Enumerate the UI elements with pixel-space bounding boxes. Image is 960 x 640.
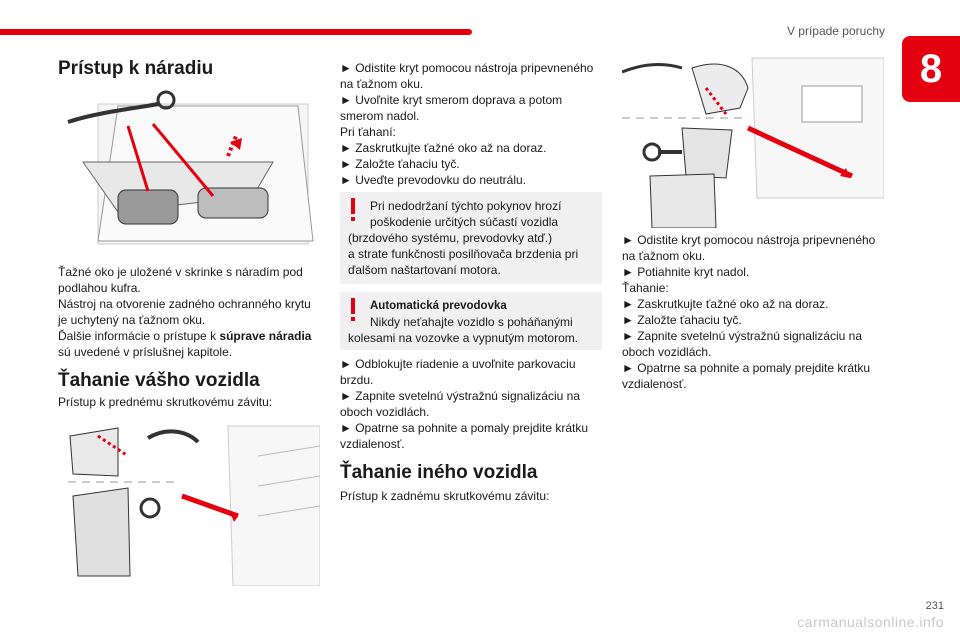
step-line: ► Založte ťahaciu tyč. bbox=[340, 157, 460, 171]
automatic-gearbox-warning: Automatická prevodovka Nikdy neťahajte v… bbox=[340, 292, 602, 350]
front-thread-intro: Prístup k prednému skrutkovému závitu: bbox=[58, 395, 273, 409]
heading-tow-your-vehicle: Ťahanie vášho vozidla bbox=[58, 370, 260, 391]
rear-steps: ► Odistite kryt pomocou nástroja pripevn… bbox=[622, 232, 884, 392]
warning-icon bbox=[351, 198, 355, 221]
rear-towing-illustration bbox=[622, 57, 884, 228]
warning-box: Pri nedodržaní týchto pokynov hrozí pošk… bbox=[340, 192, 602, 284]
warning-line: ďalšom naštartovaní motora. bbox=[348, 263, 501, 277]
steering-steps: ► Odblokujte riadenie a uvoľnite parkova… bbox=[340, 356, 606, 452]
step-line: ► Odblokujte riadenie a uvoľnite parkova… bbox=[340, 357, 576, 371]
step-line: brzdu. bbox=[340, 373, 374, 387]
step-line: ► Uvoľnite kryt smerom doprava a potom bbox=[340, 93, 563, 107]
heading-tool-access: Prístup k náradiu bbox=[58, 58, 214, 79]
step-line: na ťažnom oku. bbox=[340, 77, 424, 91]
section-title: V prípade poruchy bbox=[786, 24, 885, 38]
text-line: je uchytený na ťažnom oku. bbox=[58, 313, 206, 327]
step-line: ► Zapnite svetelnú výstražnú signalizáci… bbox=[622, 329, 862, 343]
step-line: ► Potiahnite kryt nadol. bbox=[622, 265, 750, 279]
step-line: ► Zaskrutkujte ťažné oko až na doraz. bbox=[622, 297, 829, 311]
more-info-line: Ďalšie informácie o prístupe k súprave n… bbox=[58, 328, 320, 344]
step-line: oboch vozidlách. bbox=[622, 345, 712, 359]
step-line: ► Založte ťahaciu tyč. bbox=[622, 313, 742, 327]
step-line: na ťažnom oku. bbox=[622, 249, 706, 263]
more-info-prefix: Ďalšie informácie o prístupe k bbox=[58, 329, 220, 343]
warning-line: Nikdy neťahajte vozidlo s poháňanými bbox=[370, 315, 573, 329]
step-line: vzdialenosť. bbox=[340, 437, 405, 451]
more-info-suffix: sú uvedené v príslušnej kapitole. bbox=[58, 345, 233, 359]
warning-line: (brzdového systému, prevodovky atď.) bbox=[348, 231, 553, 245]
heading-tow-other-vehicle: Ťahanie iného vozidla bbox=[340, 462, 538, 483]
toolkit-text: Ťažné oko je uložené v skrinke s náradím… bbox=[58, 264, 320, 360]
watermark: carmanualsonline.info bbox=[797, 614, 944, 630]
page-number: 231 bbox=[925, 600, 944, 612]
toolkit-link-text: súprave náradia bbox=[219, 329, 312, 343]
accent-bar bbox=[0, 29, 472, 35]
step-line: vzdialenosť. bbox=[622, 377, 687, 391]
warning-line: a strate funkčnosti posilňovača brzdenia… bbox=[348, 247, 579, 261]
step-line: ► Zaskrutkujte ťažné oko až na doraz. bbox=[340, 141, 547, 155]
front-towing-illustration bbox=[68, 425, 320, 586]
text-line: Nástroj na otvorenie zadného ochranného … bbox=[58, 297, 311, 311]
step-line: ► Opatrne sa pohnite a pomaly prejdite k… bbox=[340, 421, 589, 435]
rear-thread-intro: Prístup k zadnému skrutkovému závitu: bbox=[340, 489, 550, 503]
warning-icon bbox=[351, 298, 355, 321]
warning-line: poškodenie určitých súčastí vozidla bbox=[370, 215, 559, 229]
release-cover-steps: ► Odistite kryt pomocou nástroja pripevn… bbox=[340, 60, 606, 188]
step-line: oboch vozidlách. bbox=[340, 405, 430, 419]
step-line: ► Opatrne sa pohnite a pomaly prejdite k… bbox=[622, 361, 871, 375]
chapter-tab: 8 bbox=[902, 36, 960, 102]
warning-line: kolesami na vozovke a vypnutým motorom. bbox=[348, 331, 579, 345]
text-line: Ťažné oko je uložené v skrinke s náradím… bbox=[58, 265, 303, 279]
warning-line: Pri nedodržaní týchto pokynov hrozí bbox=[370, 199, 562, 213]
step-line: ► Zapnite svetelnú výstražnú signalizáci… bbox=[340, 389, 580, 403]
step-line: ► Odistite kryt pomocou nástroja pripevn… bbox=[622, 233, 876, 247]
step-line: smerom nadol. bbox=[340, 109, 420, 123]
text-line: podlahou kufra. bbox=[58, 281, 141, 295]
warning-title: Automatická prevodovka bbox=[370, 300, 507, 312]
chapter-number: 8 bbox=[919, 46, 943, 91]
step-line: Pri ťahaní: bbox=[340, 125, 396, 139]
step-line: ► Uveďte prevodovku do neutrálu. bbox=[340, 173, 527, 187]
trunk-toolkit-illustration bbox=[67, 90, 314, 245]
step-line: Ťahanie: bbox=[622, 281, 669, 295]
step-line: ► Odistite kryt pomocou nástroja pripevn… bbox=[340, 61, 594, 75]
